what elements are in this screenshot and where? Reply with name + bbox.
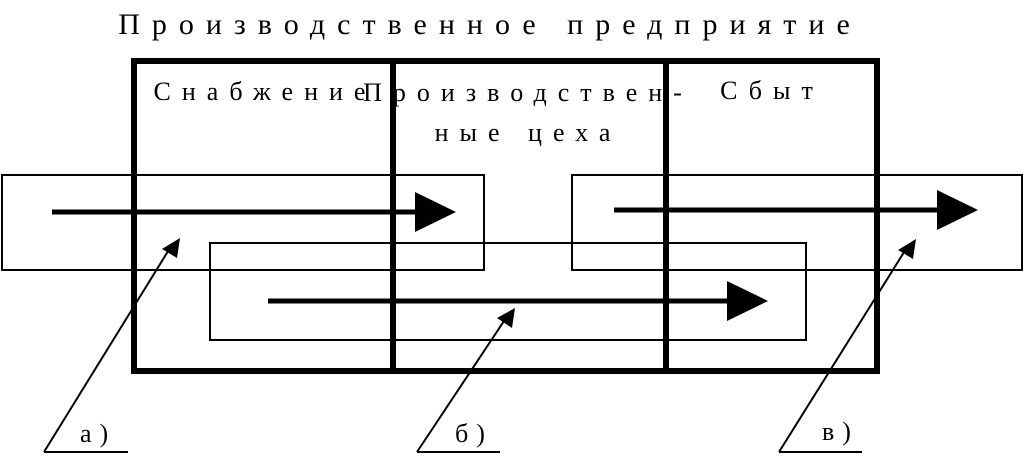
flow-a-leader — [43, 238, 180, 453]
section-label-sales: Сбыт — [720, 76, 824, 105]
flow-b-arrow-head — [727, 281, 768, 321]
flow-a-arrow-head — [415, 192, 456, 232]
section-label-production-line2: ные цеха — [435, 118, 622, 147]
flow-c-arrow-head — [937, 190, 978, 230]
enterprise-frame — [131, 58, 880, 374]
flow-c-leader — [778, 239, 916, 453]
flow-c-box — [571, 174, 1023, 271]
flow-b-marker: б) — [455, 419, 493, 448]
flow-b-box — [209, 242, 807, 341]
flow-b-leader — [416, 308, 515, 453]
flow-a-marker: а) — [80, 419, 116, 448]
section-label-production-line1: Производствен- — [363, 78, 693, 107]
section-label-supply: Снабжение — [154, 77, 377, 106]
flow-a-box — [1, 174, 485, 271]
diagram-title: Производственное предприятие — [118, 8, 862, 41]
flow-c-marker: в) — [822, 417, 859, 446]
